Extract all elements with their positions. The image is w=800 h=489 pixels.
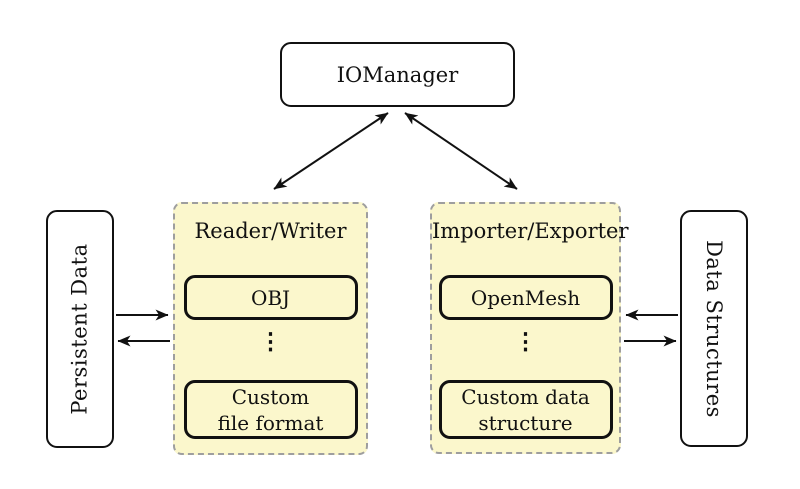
custom-data-structure-line2: structure: [478, 410, 573, 435]
custom-file-format-line1: Custom: [231, 384, 310, 409]
custom-file-format-line2: file format: [217, 410, 324, 435]
reader-writer-title: Reader/Writer: [194, 219, 347, 243]
persistent-data-label: Persistent Data: [68, 243, 92, 415]
obj-label: OBJ: [250, 285, 291, 310]
importer-exporter-group: Importer/Exporter OpenMesh ⋮ Custom data…: [430, 202, 629, 454]
importer-exporter-title: Importer/Exporter: [432, 219, 629, 243]
reader-writer-ellipsis: ⋮: [259, 328, 282, 355]
iomanager-label: IOManager: [336, 62, 459, 87]
data-structures-box: Data Structures: [680, 210, 748, 447]
openmesh-box: OpenMesh: [438, 275, 613, 320]
custom-data-structure-line1: Custom data: [461, 384, 590, 409]
obj-box: OBJ: [183, 275, 358, 320]
custom-file-format-box: Custom file format: [183, 380, 358, 439]
custom-data-structure-box: Custom data structure: [438, 380, 613, 439]
openmesh-label: OpenMesh: [470, 285, 581, 310]
arrow-iomanager-importerexporter: [404, 112, 518, 190]
importer-exporter-ellipsis: ⋮: [514, 328, 537, 355]
data-structures-label: Data Structures: [702, 239, 727, 418]
iomanager-box: IOManager: [280, 42, 515, 107]
arrow-iomanager-readerwriter: [273, 112, 389, 190]
persistent-data-box: Persistent Data: [46, 210, 114, 448]
reader-writer-group: Reader/Writer OBJ ⋮ Custom file format: [173, 202, 368, 455]
